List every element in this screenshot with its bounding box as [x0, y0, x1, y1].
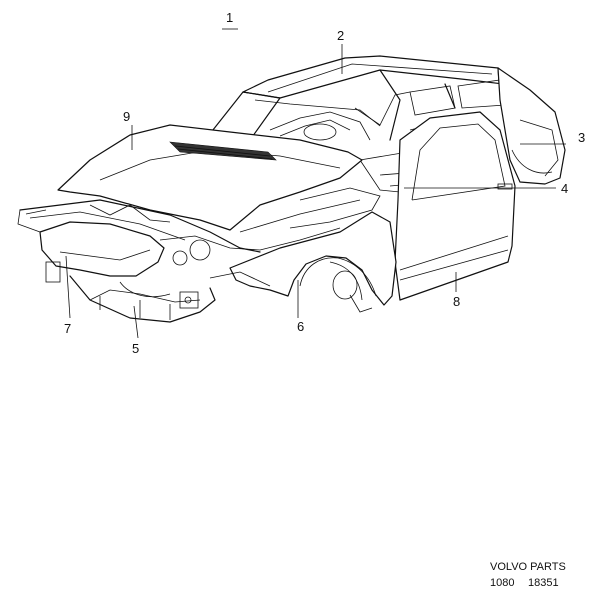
ref-number-left: 1080 — [490, 577, 514, 589]
callout-8: 8 — [453, 294, 460, 309]
roof-panel — [242, 55, 521, 99]
callout-6: 6 — [297, 319, 304, 334]
callout-5: 5 — [132, 341, 139, 356]
callout-2: 2 — [337, 28, 344, 43]
front-apron — [39, 221, 165, 277]
callout-3: 3 — [578, 130, 585, 145]
leader-5 — [133, 305, 139, 339]
ref-number-right: 18351 — [528, 577, 559, 589]
brand-label: VOLVO PARTS — [490, 561, 566, 573]
callout-labels: 1 2 3 4 5 6 7 8 9 — [64, 10, 585, 356]
hood — [57, 124, 363, 231]
main-assembly-label: 1 — [226, 10, 233, 25]
hood-vent-grille — [169, 141, 277, 161]
callout-7: 7 — [64, 321, 71, 336]
front-fender — [229, 211, 397, 306]
callout-9: 9 — [123, 109, 130, 124]
leader-7 — [65, 255, 71, 319]
front-door — [394, 111, 516, 301]
leader-lines — [65, 28, 566, 339]
footer-reference: VOLVO PARTS 1080 18351 — [490, 561, 566, 589]
car-body-drawing — [17, 55, 566, 323]
callout-4: 4 — [561, 181, 568, 196]
